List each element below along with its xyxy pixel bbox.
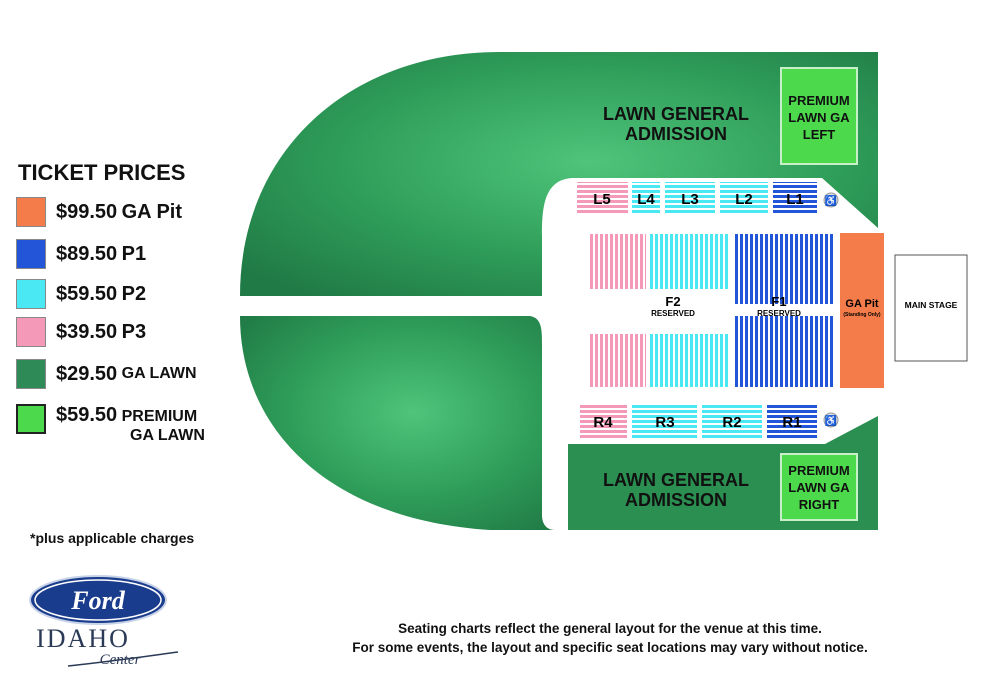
section-label-l3: L3 [681, 191, 699, 208]
section-r1[interactable] [767, 404, 817, 438]
legend-label: PREMIUM [121, 408, 198, 425]
section-label-l2: L2 [735, 191, 753, 208]
section-l1[interactable] [773, 182, 817, 215]
floor-f2-p2-lower[interactable] [648, 334, 728, 387]
premium-lawn-ga-right[interactable] [780, 453, 858, 521]
legend-swatch-p1 [16, 239, 46, 269]
section-label-r4: R4 [593, 414, 613, 431]
section-label-l4: L4 [637, 191, 655, 208]
wheelchair-icon: ♿ [823, 192, 839, 208]
lawn-general-admission-bottom[interactable] [240, 316, 555, 530]
legend-price: $39.50 [56, 320, 118, 343]
legend-label: GA LAWN [121, 365, 197, 382]
ford-idaho-center-logo: Ford IDAHO Center [29, 575, 179, 668]
legend-swatch-p3 [16, 317, 46, 347]
ga-pit-label: GA Pit [845, 298, 879, 310]
lawn-bottom-label-1: LAWN GENERAL [603, 470, 749, 490]
lawn-bottom-label-2: ADMISSION [625, 490, 727, 510]
lawn-general-admission-top[interactable] [240, 52, 878, 296]
legend-price: $99.50 [56, 200, 118, 223]
floor-f2-p2-upper[interactable] [648, 234, 728, 289]
legend-price: $29.50 [56, 362, 118, 385]
logo-name: IDAHO [36, 624, 130, 653]
section-l2[interactable] [720, 182, 768, 215]
section-label-l5: L5 [593, 191, 611, 208]
premium-right-label-1: PREMIUM [788, 463, 849, 478]
section-l4[interactable] [632, 182, 660, 215]
legend-item-p1: $89.50 P1 [16, 238, 146, 270]
disclaimer-line-2: For some events, the layout and specific… [352, 640, 868, 655]
legend-item-p2: $59.50 P2 [16, 278, 146, 310]
legend-price: $59.50 [56, 404, 118, 426]
section-l5[interactable] [577, 182, 628, 215]
legend-item-premium-ga-lawn: $59.50 PREMIUM GA LAWN [16, 404, 205, 450]
disclaimer: Seating charts reflect the general layou… [330, 619, 890, 657]
legend-title: TICKET PRICES [18, 160, 186, 185]
wheelchair-icon: ♿ [823, 412, 839, 428]
legend-swatch-premium-ga-lawn [16, 404, 46, 434]
legend-swatch-p2 [16, 279, 46, 309]
lawn-top-label-2: ADMISSION [625, 124, 727, 144]
floor-f2-p3-upper[interactable] [589, 234, 646, 289]
section-r2[interactable] [702, 404, 762, 438]
premium-left-label-3: LEFT [803, 127, 836, 142]
legend-label: P3 [121, 320, 147, 343]
legend-item-ga-pit: $99.50 GA Pit [16, 196, 182, 228]
floor-f1-lower[interactable] [734, 316, 834, 387]
floor-f2-p3-lower[interactable] [589, 334, 646, 387]
main-stage [894, 254, 968, 362]
section-label-l1: L1 [786, 191, 804, 208]
floor-f1-upper[interactable] [734, 234, 834, 304]
legend-price: $59.50 [56, 282, 118, 305]
lawn-top-label-1: LAWN GENERAL [603, 104, 749, 124]
legend-price: $89.50 [56, 242, 118, 265]
premium-left-label-1: PREMIUM [788, 93, 849, 108]
floor-f1-label: F1 [771, 294, 786, 309]
disclaimer-line-1: Seating charts reflect the general layou… [398, 621, 822, 636]
premium-lawn-ga-left[interactable] [780, 67, 858, 165]
section-label-r2: R2 [722, 414, 741, 431]
legend-swatch-ga-pit [16, 197, 46, 227]
main-stage-label: MAIN STAGE [905, 300, 958, 310]
legend-swatch-ga-lawn [16, 359, 46, 389]
premium-right-label-2: LAWN GA [788, 480, 850, 495]
svg-text:♿: ♿ [825, 194, 837, 207]
floor-f1-sub-label: RESERVED [757, 309, 801, 318]
floor-f2-sub-label: RESERVED [651, 309, 695, 318]
svg-text:♿: ♿ [825, 414, 837, 427]
section-r4[interactable] [580, 404, 627, 438]
section-label-r1: R1 [782, 414, 801, 431]
premium-left-label-2: LAWN GA [788, 110, 850, 125]
applicable-charges-note: *plus applicable charges [30, 530, 195, 546]
legend-label-line2: GA LAWN [130, 427, 205, 444]
section-label-r3: R3 [655, 414, 674, 431]
legend-item-p3: $39.50 P3 [16, 316, 146, 348]
legend-label: GA Pit [121, 200, 182, 223]
section-l3[interactable] [665, 182, 715, 215]
legend-item-ga-lawn: $29.50 GA LAWN [16, 358, 197, 390]
ga-pit-sub-label: (Standing Only) [843, 312, 881, 318]
section-r3[interactable] [632, 404, 697, 438]
premium-right-label-3: RIGHT [799, 497, 840, 512]
ga-pit[interactable] [840, 233, 884, 388]
logo-brand: Ford [70, 586, 125, 615]
legend-label: P1 [121, 242, 147, 265]
legend-label: P2 [121, 282, 147, 305]
floor-f2-label: F2 [665, 294, 680, 309]
